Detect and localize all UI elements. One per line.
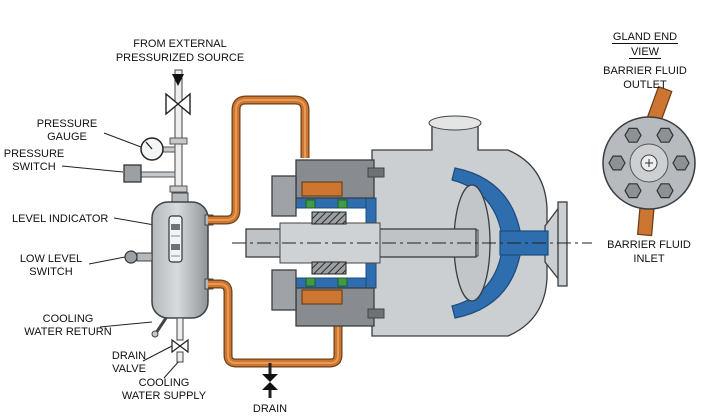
seal-face-bottom <box>311 261 347 275</box>
label-source-line2: PRESSURIZED SOURCE <box>116 52 244 64</box>
pipe-union <box>169 185 188 193</box>
label-cooling-return-line1: COOLING <box>43 313 94 325</box>
label-gland-end-view-line1: GLAND END <box>613 31 677 43</box>
leader-lines <box>61 132 181 379</box>
seal-face-top <box>311 211 347 225</box>
seal-collar-bottom <box>271 269 297 311</box>
gland-bolts <box>608 127 690 199</box>
low-level-switch <box>124 250 153 264</box>
suction-flange <box>557 201 568 287</box>
label-barrier-inlet-line1: BARRIER FLUID <box>607 239 691 251</box>
label-gland-end-view-line2: VIEW <box>631 46 660 58</box>
label-source-line1: FROM EXTERNAL <box>133 38 227 50</box>
label-pressure-switch-line2: SWITCH <box>12 161 55 173</box>
label-cooling-supply-line2: WATER SUPPLY <box>122 390 207 402</box>
label-barrier-inlet-line2: INLET <box>633 253 664 265</box>
bolt-hex-icon <box>624 183 642 199</box>
label-drain-valve-line1: DRAIN <box>112 350 146 362</box>
barrier-fluid-reservoir <box>124 192 214 363</box>
gland-end-view <box>602 85 696 237</box>
pipe-union <box>169 137 188 145</box>
label-drain-valve-line2: VALVE <box>112 363 146 375</box>
external-supply-pipe <box>169 69 188 201</box>
flow-arrow-icon <box>172 74 184 86</box>
leader-cooling-supply <box>163 359 181 379</box>
label-cooling-return-line2: WATER RETURN <box>24 326 111 338</box>
level-indicator <box>168 215 183 263</box>
pump-cross-section <box>232 115 592 337</box>
bolt-hex-icon <box>656 183 674 199</box>
barrier-port-insert-top <box>301 181 343 197</box>
label-level-indicator: LEVEL INDICATOR <box>12 213 108 225</box>
text-labels: FROM EXTERNAL PRESSURIZED SOURCE PRESSUR… <box>4 31 691 415</box>
bolt-hex-icon <box>608 155 626 171</box>
bolt-hex-icon <box>624 127 642 143</box>
label-pressure-gauge-line1: PRESSURE <box>37 118 98 130</box>
supply-valve-icon <box>165 92 191 116</box>
barrier-port-insert-bottom <box>301 289 343 305</box>
o-ring-green <box>337 199 348 209</box>
label-cooling-supply-line1: COOLING <box>139 377 190 389</box>
discharge-flange-rim <box>428 115 482 131</box>
label-barrier-outlet-line2: OUTLET <box>623 79 667 91</box>
pressure-switch <box>123 164 176 183</box>
o-ring-green <box>337 277 348 287</box>
label-pressure-gauge-line2: GAUGE <box>47 131 87 143</box>
gland-stud-bottom <box>367 308 385 319</box>
cooling-water-supply-stub <box>176 351 184 363</box>
mechanical-seal-cartridge <box>271 159 385 327</box>
barrier-fluid-return-pipe <box>208 279 343 368</box>
leader-low-level-switch <box>88 256 126 265</box>
o-ring-green <box>305 277 316 287</box>
label-pressure-switch-line1: PRESSURE <box>4 148 65 160</box>
bolt-hex-icon <box>672 155 690 171</box>
pressure-gauge <box>140 137 176 161</box>
leader-pressure-switch <box>61 165 124 173</box>
seal-chamber-liner-bottom <box>287 277 373 289</box>
o-ring-green <box>305 199 316 209</box>
label-drain: DRAIN <box>253 403 287 415</box>
seal-chamber-liner-top <box>287 197 373 209</box>
barrier-fluid-outlet-pipe <box>208 95 310 225</box>
leader-pressure-gauge <box>103 132 142 148</box>
label-low-level-switch-line2: SWITCH <box>29 266 72 278</box>
leader-cooling-return <box>99 321 153 328</box>
bolt-hex-icon <box>656 127 674 143</box>
cooling-water-return-stub <box>151 317 168 338</box>
reservoir-drain-valve-icon <box>171 317 189 363</box>
leader-drain-valve <box>142 345 173 362</box>
gland-stud-top <box>367 167 385 178</box>
system-drain-valve-icon <box>262 363 278 398</box>
volute-passage <box>451 167 523 319</box>
label-barrier-outlet-line1: BARRIER FLUID <box>603 65 687 77</box>
seal-collar-top <box>271 175 297 217</box>
label-low-level-switch-line1: LOW LEVEL <box>20 253 82 265</box>
